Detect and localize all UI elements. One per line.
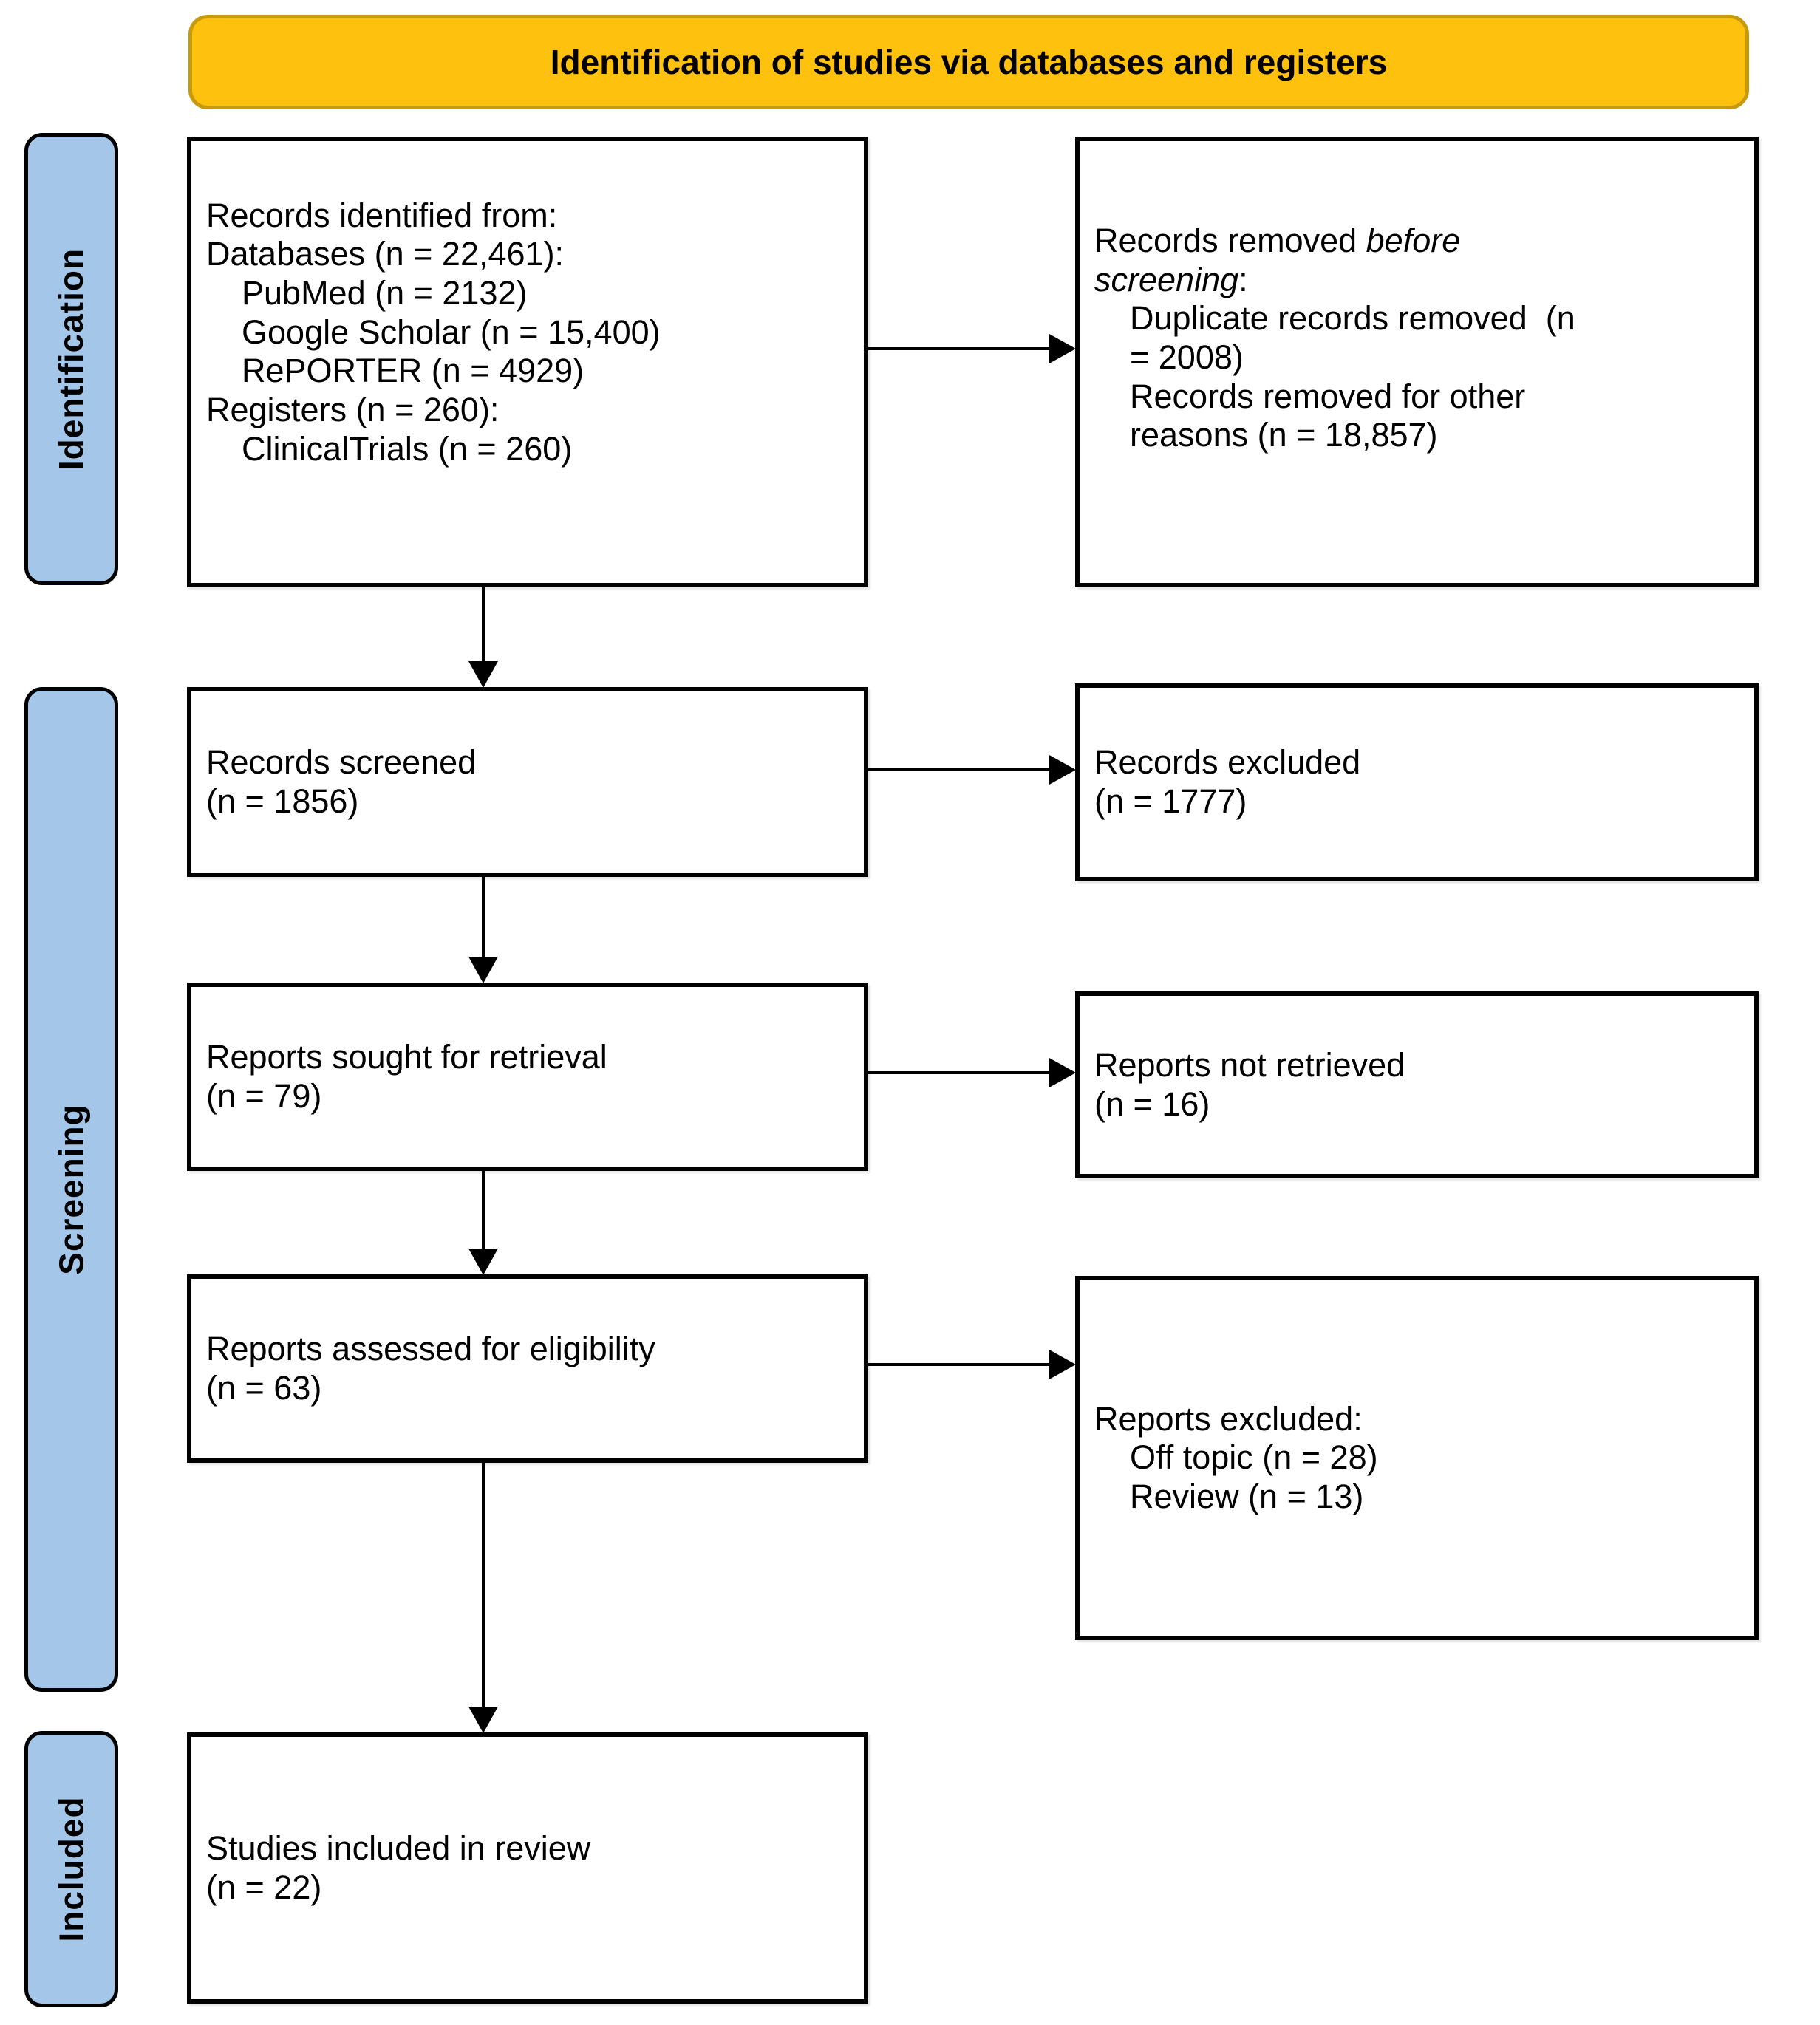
box-text-line: (n = 79) — [206, 1076, 322, 1115]
box-text-line: Reports excluded: — [1094, 1399, 1363, 1438]
box-text-line: Records removed for other — [1130, 377, 1526, 415]
box-text-line: Records removed before — [1094, 222, 1461, 260]
box-records-screened: Records screened(n = 1856) — [187, 687, 868, 877]
box-text-line: Databases (n = 22,461): — [206, 235, 565, 273]
arrow-assessed-to-included — [468, 1463, 498, 1733]
box-text-line: Records identified from: — [206, 196, 558, 234]
sidebar-stage-included-label: Included — [52, 1796, 91, 1942]
box-text-line: Reports not retrieved — [1094, 1045, 1405, 1084]
sidebar-stage-screening-label: Screening — [52, 1104, 91, 1275]
sidebar-stage-included: Included — [24, 1731, 118, 2007]
box-text-line: ClinicalTrials (n = 260) — [242, 429, 573, 468]
box-studies-included-in-review: Studies included in review(n = 22) — [187, 1732, 868, 2004]
box-text-line: RePORTER (n = 4929) — [242, 352, 584, 390]
box-records-identified: Records identified from:Databases (n = 2… — [187, 137, 868, 587]
box-reports-not-retrieved: Reports not retrieved(n = 16) — [1075, 991, 1759, 1178]
box-text-line: reasons (n = 18,857) — [1130, 416, 1438, 454]
arrow-sought-to-not-retrieved — [868, 1058, 1076, 1087]
box-text-line: = 2008) — [1130, 338, 1244, 376]
box-text-line: Review (n = 13) — [1130, 1477, 1364, 1515]
box-text-line: screening: — [1094, 260, 1248, 298]
box-text-line: (n = 63) — [206, 1368, 322, 1407]
box-reports-assessed-for-eligibility: Reports assessed for eligibility(n = 63) — [187, 1274, 868, 1463]
box-text-line: PubMed (n = 2132) — [242, 274, 528, 313]
arrow-screened-to-excluded — [868, 755, 1076, 785]
box-text-line: Records excluded — [1094, 743, 1361, 782]
box-text-line: Off topic (n = 28) — [1130, 1438, 1378, 1477]
box-text-line: Reports sought for retrieval — [206, 1037, 607, 1076]
arrow-identified-to-screened — [468, 587, 498, 688]
box-reports-sought-for-retrieval: Reports sought for retrieval(n = 79) — [187, 983, 868, 1171]
arrow-assessed-to-reports-excluded — [868, 1350, 1076, 1379]
box-text-line: Reports assessed for eligibility — [206, 1329, 655, 1367]
box-text-line: Registers (n = 260): — [206, 390, 500, 428]
sidebar-stage-identification-label: Identification — [52, 247, 91, 471]
banner-identification-of-studies: Identification of studies via databases … — [188, 15, 1749, 109]
box-text-line: Duplicate records removed (n — [1130, 299, 1575, 338]
box-text-line: (n = 1856) — [206, 782, 359, 820]
box-text-line: Studies included in review — [206, 1828, 591, 1867]
box-text-line: Google Scholar (n = 15,400) — [242, 313, 661, 351]
sidebar-stage-screening: Screening — [24, 687, 118, 1692]
arrow-identified-to-removed — [868, 334, 1076, 363]
arrow-sought-to-assessed — [468, 1171, 498, 1275]
box-text-line: (n = 22) — [206, 1868, 322, 1906]
box-reports-excluded: Reports excluded:Off topic (n = 28)Revie… — [1075, 1276, 1759, 1640]
box-text-line: (n = 16) — [1094, 1085, 1210, 1123]
sidebar-stage-identification: Identification — [24, 133, 118, 585]
box-text-line: Records screened — [206, 742, 477, 781]
arrow-screened-to-sought — [468, 877, 498, 983]
box-text-line: (n = 1777) — [1094, 782, 1247, 820]
banner-title: Identification of studies via databases … — [550, 43, 1388, 81]
box-records-excluded: Records excluded(n = 1777) — [1075, 683, 1759, 881]
